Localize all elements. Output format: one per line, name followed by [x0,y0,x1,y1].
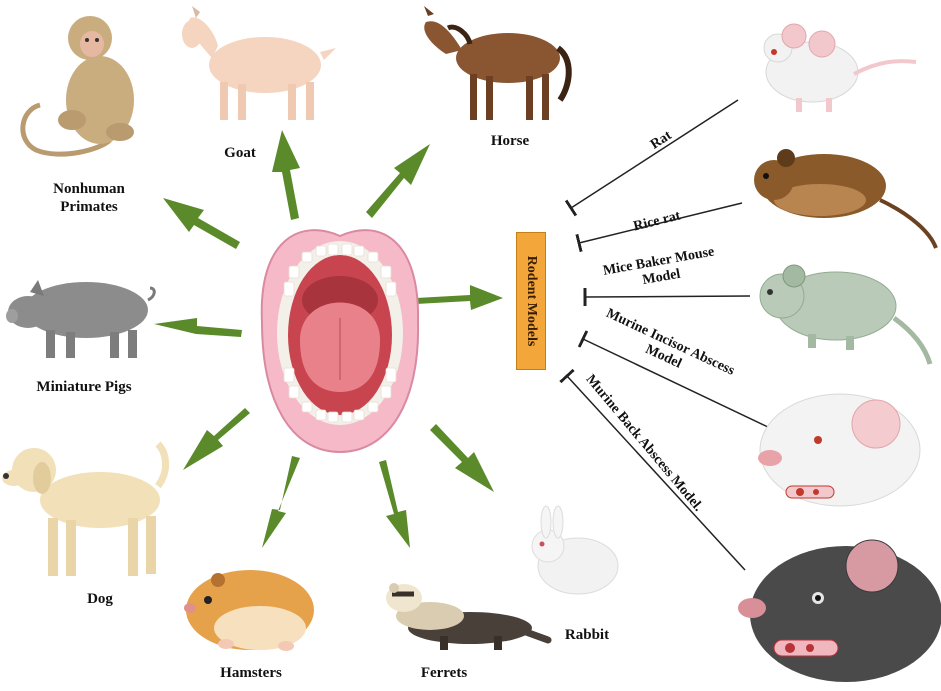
arrows [154,130,503,548]
label-hamsters: Hamsters [220,665,282,681]
arrow-to-dog [183,408,250,470]
arrow-to-primates [163,198,240,249]
connector-rice-rat [575,202,743,253]
label-goat: Goat [224,145,256,161]
arrow-to-rodents [416,285,503,310]
monkey-icon [20,16,134,157]
pig-icon [6,280,156,358]
label-ferrets: Ferrets [420,665,468,681]
label-rabbit: Rabbit [564,627,610,643]
arrow-to-pigs [154,318,242,337]
arrow-to-goat [272,130,300,220]
rodent-connector-lines [559,99,771,571]
connector-rat [564,99,739,217]
white-rat-icon [763,23,917,112]
rodent-models-box: Rodent Models [516,232,546,370]
arrow-to-ferrets [379,460,410,548]
dog-icon [2,441,169,576]
hamster-icon [184,570,314,651]
open-mouth-icon [260,229,420,454]
rodent-models-title: Rodent Models [524,255,539,347]
label-nonhuman-primates: Nonhuman Primates [53,181,125,215]
rabbit-icon [531,505,619,595]
label-miniature-pigs: Miniature Pigs [36,379,132,395]
goat-icon [182,6,336,120]
black-rat-abscess-icon [738,539,941,682]
connector-murine-back [559,368,746,571]
horse-icon [424,6,572,120]
connector-murine-incisor [577,330,771,429]
label-dog: Dog [87,591,113,607]
green-mouse-icon [759,264,933,365]
label-horse: Horse [490,133,530,149]
ferret-icon [386,583,552,650]
connector-mice-baker [583,287,751,307]
white-rat-abscess-icon [758,393,921,507]
rice-rat-icon [754,149,938,249]
arrow-to-horse [366,144,430,218]
arrow-to-rabbit [430,424,494,492]
arrow-to-hamsters [262,456,300,548]
